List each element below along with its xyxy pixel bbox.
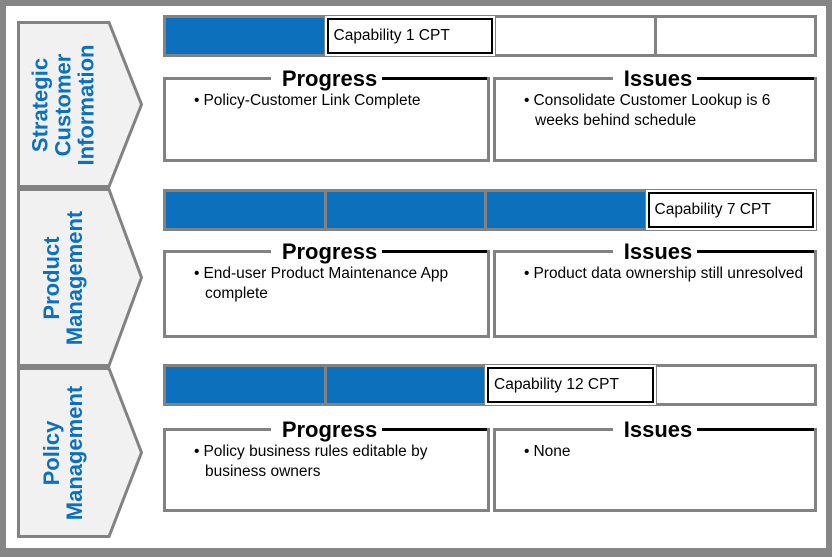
- bar-segment-label: Capability 12 CPT: [487, 367, 654, 403]
- panel-title-bar: Issues: [496, 417, 814, 443]
- bullet-list: None: [524, 442, 808, 462]
- panel-title: Progress: [270, 66, 383, 92]
- panel-title-bar: Progress: [166, 417, 488, 443]
- bar-segment-filled: [166, 18, 324, 54]
- issues-panel-row1: Issues Consolidate Customer Lookup is 6 …: [493, 66, 817, 162]
- bar-segment-empty: [496, 18, 654, 54]
- title-left-line: [496, 239, 613, 265]
- bullet-item: None: [524, 442, 808, 462]
- title-right-line: [382, 428, 488, 431]
- title-left-line: [496, 66, 613, 92]
- panel-title: Issues: [612, 66, 698, 92]
- chevron-policy-management: Policy Management: [17, 367, 143, 538]
- bar-segment-filled: [166, 367, 324, 403]
- bullet-item: Policy business rules editable by busine…: [194, 442, 481, 483]
- panel-body: Consolidate Customer Lookup is 6 weeks b…: [496, 80, 814, 132]
- panel-body: Product data ownership still unresolved: [496, 253, 814, 284]
- issues-panel-row3: Issues None: [493, 417, 817, 512]
- panel-body: Policy business rules editable by busine…: [166, 431, 487, 483]
- panel-title-bar: Issues: [496, 66, 814, 92]
- chevron-label: Strategic Customer Information: [27, 44, 99, 165]
- bar-segment-filled: [166, 192, 324, 228]
- panel-body: None: [496, 431, 814, 462]
- issues-panel-row2: Issues Product data ownership still unre…: [493, 239, 817, 338]
- bar-segment-label: Capability 1 CPT: [326, 18, 493, 54]
- bullet-list: Consolidate Customer Lookup is 6 weeks b…: [524, 91, 808, 132]
- chevron-label: Policy Management: [39, 385, 87, 520]
- chevron-shape: [17, 21, 143, 188]
- chevron-strategic-customer-information: Strategic Customer Information: [17, 21, 143, 188]
- panel-title-bar: Progress: [166, 66, 488, 92]
- bar-segment-filled: [487, 192, 645, 228]
- title-left-line: [496, 417, 613, 443]
- bar-segment-filled: [326, 192, 484, 228]
- bullet-list: End-user Product Maintenance App complet…: [194, 264, 481, 305]
- chevron-shape: [17, 367, 143, 538]
- panel-title: Progress: [270, 239, 383, 265]
- panel-title-bar: Issues: [496, 239, 814, 265]
- bullet-item: Policy-Customer Link Complete: [194, 91, 481, 111]
- bar-segment-empty: [656, 367, 814, 403]
- bar-segment-label: Capability 7 CPT: [647, 192, 814, 228]
- progress-panel-row1: Progress Policy-Customer Link Complete: [163, 66, 490, 162]
- capability-bar-row1: Capability 1 CPT: [163, 15, 817, 57]
- chevron-shape: [17, 188, 143, 367]
- bullet-list: Policy-Customer Link Complete: [194, 91, 481, 111]
- panel-body: Policy-Customer Link Complete: [166, 80, 487, 111]
- capability-bar-row3: Capability 12 CPT: [163, 364, 817, 406]
- bullet-item: Product data ownership still unresolved: [524, 264, 808, 284]
- chevron-label: Product Management: [39, 210, 87, 345]
- panel-body: End-user Product Maintenance App complet…: [166, 253, 487, 305]
- progress-panel-row2: Progress End-user Product Maintenance Ap…: [163, 239, 490, 338]
- bullet-item: End-user Product Maintenance App complet…: [194, 264, 481, 305]
- title-right-line: [382, 250, 488, 253]
- title-right-line: [697, 77, 814, 80]
- bullet-list: Policy business rules editable by busine…: [194, 442, 481, 483]
- panel-title-bar: Progress: [166, 239, 488, 265]
- title-left-line: [166, 66, 271, 92]
- title-left-line: [166, 417, 271, 443]
- panel-title: Issues: [612, 239, 698, 265]
- title-right-line: [382, 77, 488, 80]
- title-right-line: [697, 250, 814, 253]
- title-left-line: [166, 239, 271, 265]
- capability-bar-row2: Capability 7 CPT: [163, 189, 817, 231]
- progress-panel-row3: Progress Policy business rules editable …: [163, 417, 490, 512]
- bar-segment-empty: [656, 18, 814, 54]
- bullet-item: Consolidate Customer Lookup is 6 weeks b…: [524, 91, 808, 132]
- bullet-list: Product data ownership still unresolved: [524, 264, 808, 284]
- panel-title: Progress: [270, 417, 383, 443]
- chevron-product-management: Product Management: [17, 188, 143, 367]
- title-right-line: [697, 428, 814, 431]
- bar-segment-filled: [326, 367, 484, 403]
- panel-title: Issues: [612, 417, 698, 443]
